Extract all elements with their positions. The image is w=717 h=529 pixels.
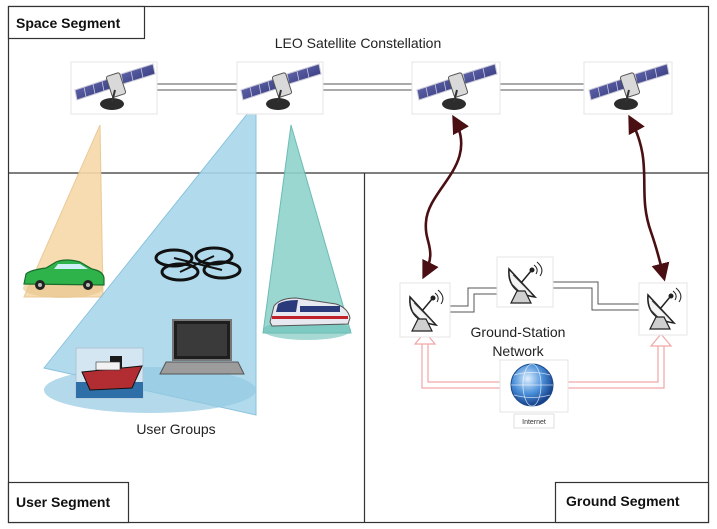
ship-icon [75, 347, 144, 399]
feeder-link-right [628, 114, 670, 282]
user-groups-label: User Groups [136, 421, 215, 437]
satellite-icon [70, 61, 158, 115]
internet-label: Internet [522, 419, 546, 426]
constellation-title: LEO Satellite Constellation [275, 35, 442, 51]
satellite-dish-icon [399, 282, 451, 338]
train-icon [269, 297, 351, 327]
user-segment-label: User Segment [16, 494, 110, 510]
drone-icon [154, 246, 242, 282]
internet-link-arrowhead-right [649, 333, 673, 347]
car-icon [23, 259, 105, 290]
inter-satellite-links [156, 83, 585, 91]
satellite-dish-icon [496, 256, 554, 308]
ground-network-label-line1: Ground-Station [471, 324, 566, 340]
space-segment-label-box: Space Segment [7, 5, 146, 40]
satellite-dish-icon [638, 282, 688, 336]
laptop-icon [159, 319, 245, 375]
satellite-icon [236, 61, 324, 115]
internet-label-box: Internet [513, 413, 555, 429]
ground-network-label-line2: Network [492, 343, 544, 359]
user-segment-label-box: User Segment [7, 481, 130, 524]
space-segment-label: Space Segment [16, 15, 121, 31]
satellite-icon [411, 61, 501, 115]
satellite-icon [583, 61, 673, 115]
ground-station-links [450, 281, 640, 313]
ground-segment-label: Ground Segment [566, 493, 680, 509]
internet-globe-icon [499, 359, 569, 413]
ground-segment-label-box: Ground Segment [554, 481, 710, 524]
feeder-link-left [422, 114, 470, 280]
internet-links [421, 340, 665, 389]
internet-link-arrowhead-left [413, 331, 437, 345]
